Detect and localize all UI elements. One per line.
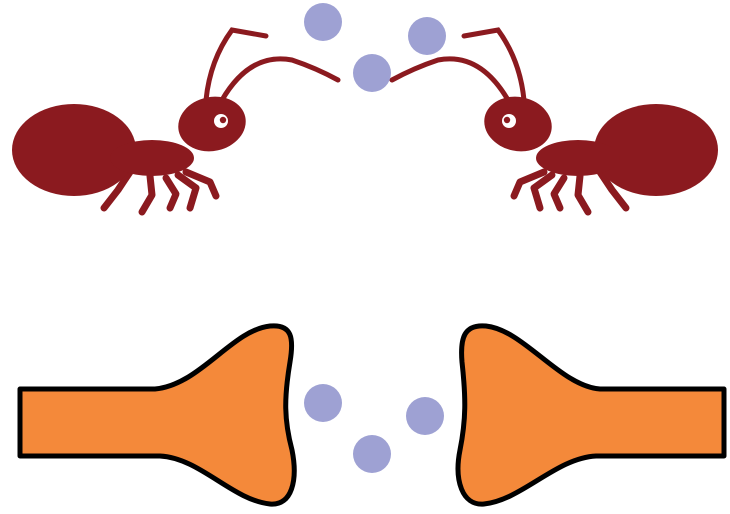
ant-communication-panel [12, 3, 718, 212]
neurotransmitter-molecule [406, 397, 444, 435]
pheromone-molecules [304, 3, 446, 92]
pheromone-molecule [304, 3, 342, 41]
neurotransmitter-molecule [304, 384, 342, 422]
left-ant [12, 30, 338, 212]
left-ant-thorax [110, 140, 194, 176]
presynaptic-terminal [20, 326, 294, 504]
left-ant-pupil [220, 117, 226, 123]
right-ant-pupil [504, 117, 510, 123]
pheromone-molecule [408, 17, 446, 55]
synapse-panel [20, 326, 724, 504]
pheromone-molecule [353, 54, 391, 92]
right-ant [392, 30, 718, 212]
neurotransmitter-molecule [353, 435, 391, 473]
left-ant-antennae [206, 30, 338, 100]
right-ant-thorax [536, 140, 620, 176]
postsynaptic-terminal [458, 326, 724, 504]
neurotransmitter-molecules [304, 384, 444, 473]
